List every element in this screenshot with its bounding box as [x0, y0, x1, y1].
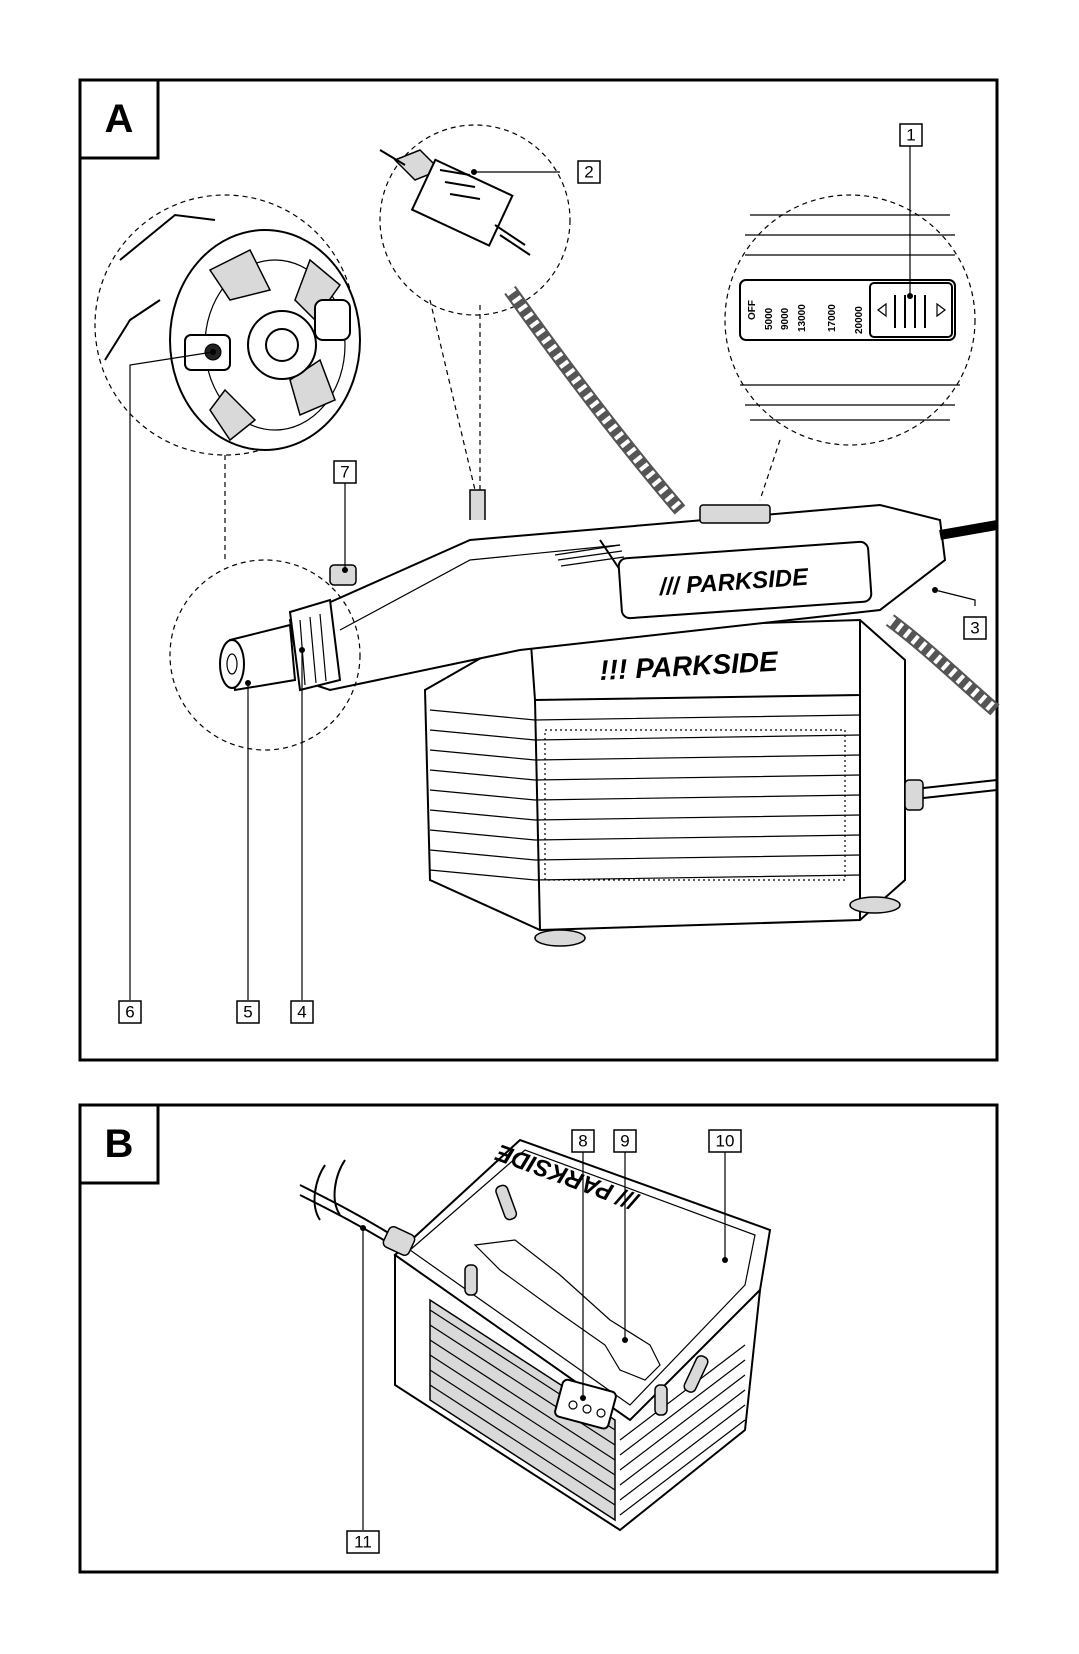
led-indicator-icon: [568, 1400, 578, 1410]
callout-7: 7: [333, 460, 357, 484]
panel-b-frame: [78, 1103, 999, 1574]
callout-10: 10: [708, 1129, 742, 1153]
panel-b: B /// PARKSIDE: [78, 1103, 999, 1574]
speed-label-20000: 20000: [854, 306, 865, 334]
leader-lines-b: [360, 1152, 728, 1530]
svg-text:3: 3: [970, 619, 979, 638]
speed-label-5000: 5000: [764, 307, 775, 330]
panel-a: A: [78, 78, 1000, 1062]
detail-connector: [379, 124, 571, 316]
base-b-vents: [429, 1309, 746, 1516]
speed-label-9000: 9000: [780, 307, 791, 330]
arrow-left-icon: [877, 302, 887, 318]
spindle-lock-button: [329, 564, 357, 586]
coiled-cable-top: [504, 285, 686, 515]
callout-9: 9: [613, 1129, 637, 1153]
callout-5: 5: [236, 1000, 260, 1024]
led-indicator-icon: [596, 1408, 606, 1418]
speed-label-13000: 13000: [797, 304, 808, 332]
panel-a-frame: [78, 78, 999, 1062]
speed-switch-slider: [869, 282, 953, 338]
callout-8: 8: [571, 1129, 595, 1153]
tool-holder-outline: [473, 1239, 661, 1381]
svg-text:9: 9: [620, 1132, 629, 1151]
detail-spindle-lock: [94, 194, 361, 456]
led-indicator-icon: [582, 1404, 592, 1414]
panel-b-tab: [78, 1103, 160, 1185]
callout-11: 11: [346, 1530, 380, 1554]
rotary-tool: /// PARKSIDE: [219, 489, 998, 692]
svg-text:4: 4: [297, 1003, 306, 1022]
svg-text:6: 6: [125, 1003, 134, 1022]
arrow-right-icon: [936, 302, 946, 318]
callout-6: 6: [118, 1000, 142, 1024]
svg-text:2: 2: [584, 163, 593, 182]
led-panel: [554, 1378, 617, 1430]
base-station: !!! PARKSIDE: [423, 618, 998, 947]
detail-speed-switch: OFF 5000 9000 13000 17000 20000: [724, 194, 976, 446]
callout-4: 4: [290, 1000, 314, 1024]
coiled-cable-right: [885, 614, 1000, 716]
svg-text:7: 7: [340, 463, 349, 482]
svg-text:8: 8: [578, 1132, 587, 1151]
base-station-top-view: /// PARKSIDE: [299, 1138, 772, 1532]
leader-lines: [129, 142, 976, 1000]
callout-2: 2: [577, 160, 601, 184]
svg-text:5: 5: [243, 1003, 252, 1022]
panel-a-tab: [78, 78, 160, 160]
speed-label-17000: 17000: [827, 304, 838, 332]
callout-3: 3: [963, 616, 987, 640]
svg-text:1: 1: [906, 126, 915, 145]
panel-a-letter: A: [105, 97, 134, 141]
callout-1: 1: [899, 123, 923, 147]
panel-b-letter: B: [105, 1122, 134, 1166]
svg-text:11: 11: [354, 1533, 372, 1552]
speed-label-off: OFF: [747, 300, 758, 320]
base-vents: [429, 709, 861, 881]
svg-text:10: 10: [716, 1132, 735, 1151]
detail-collet: [169, 559, 361, 751]
